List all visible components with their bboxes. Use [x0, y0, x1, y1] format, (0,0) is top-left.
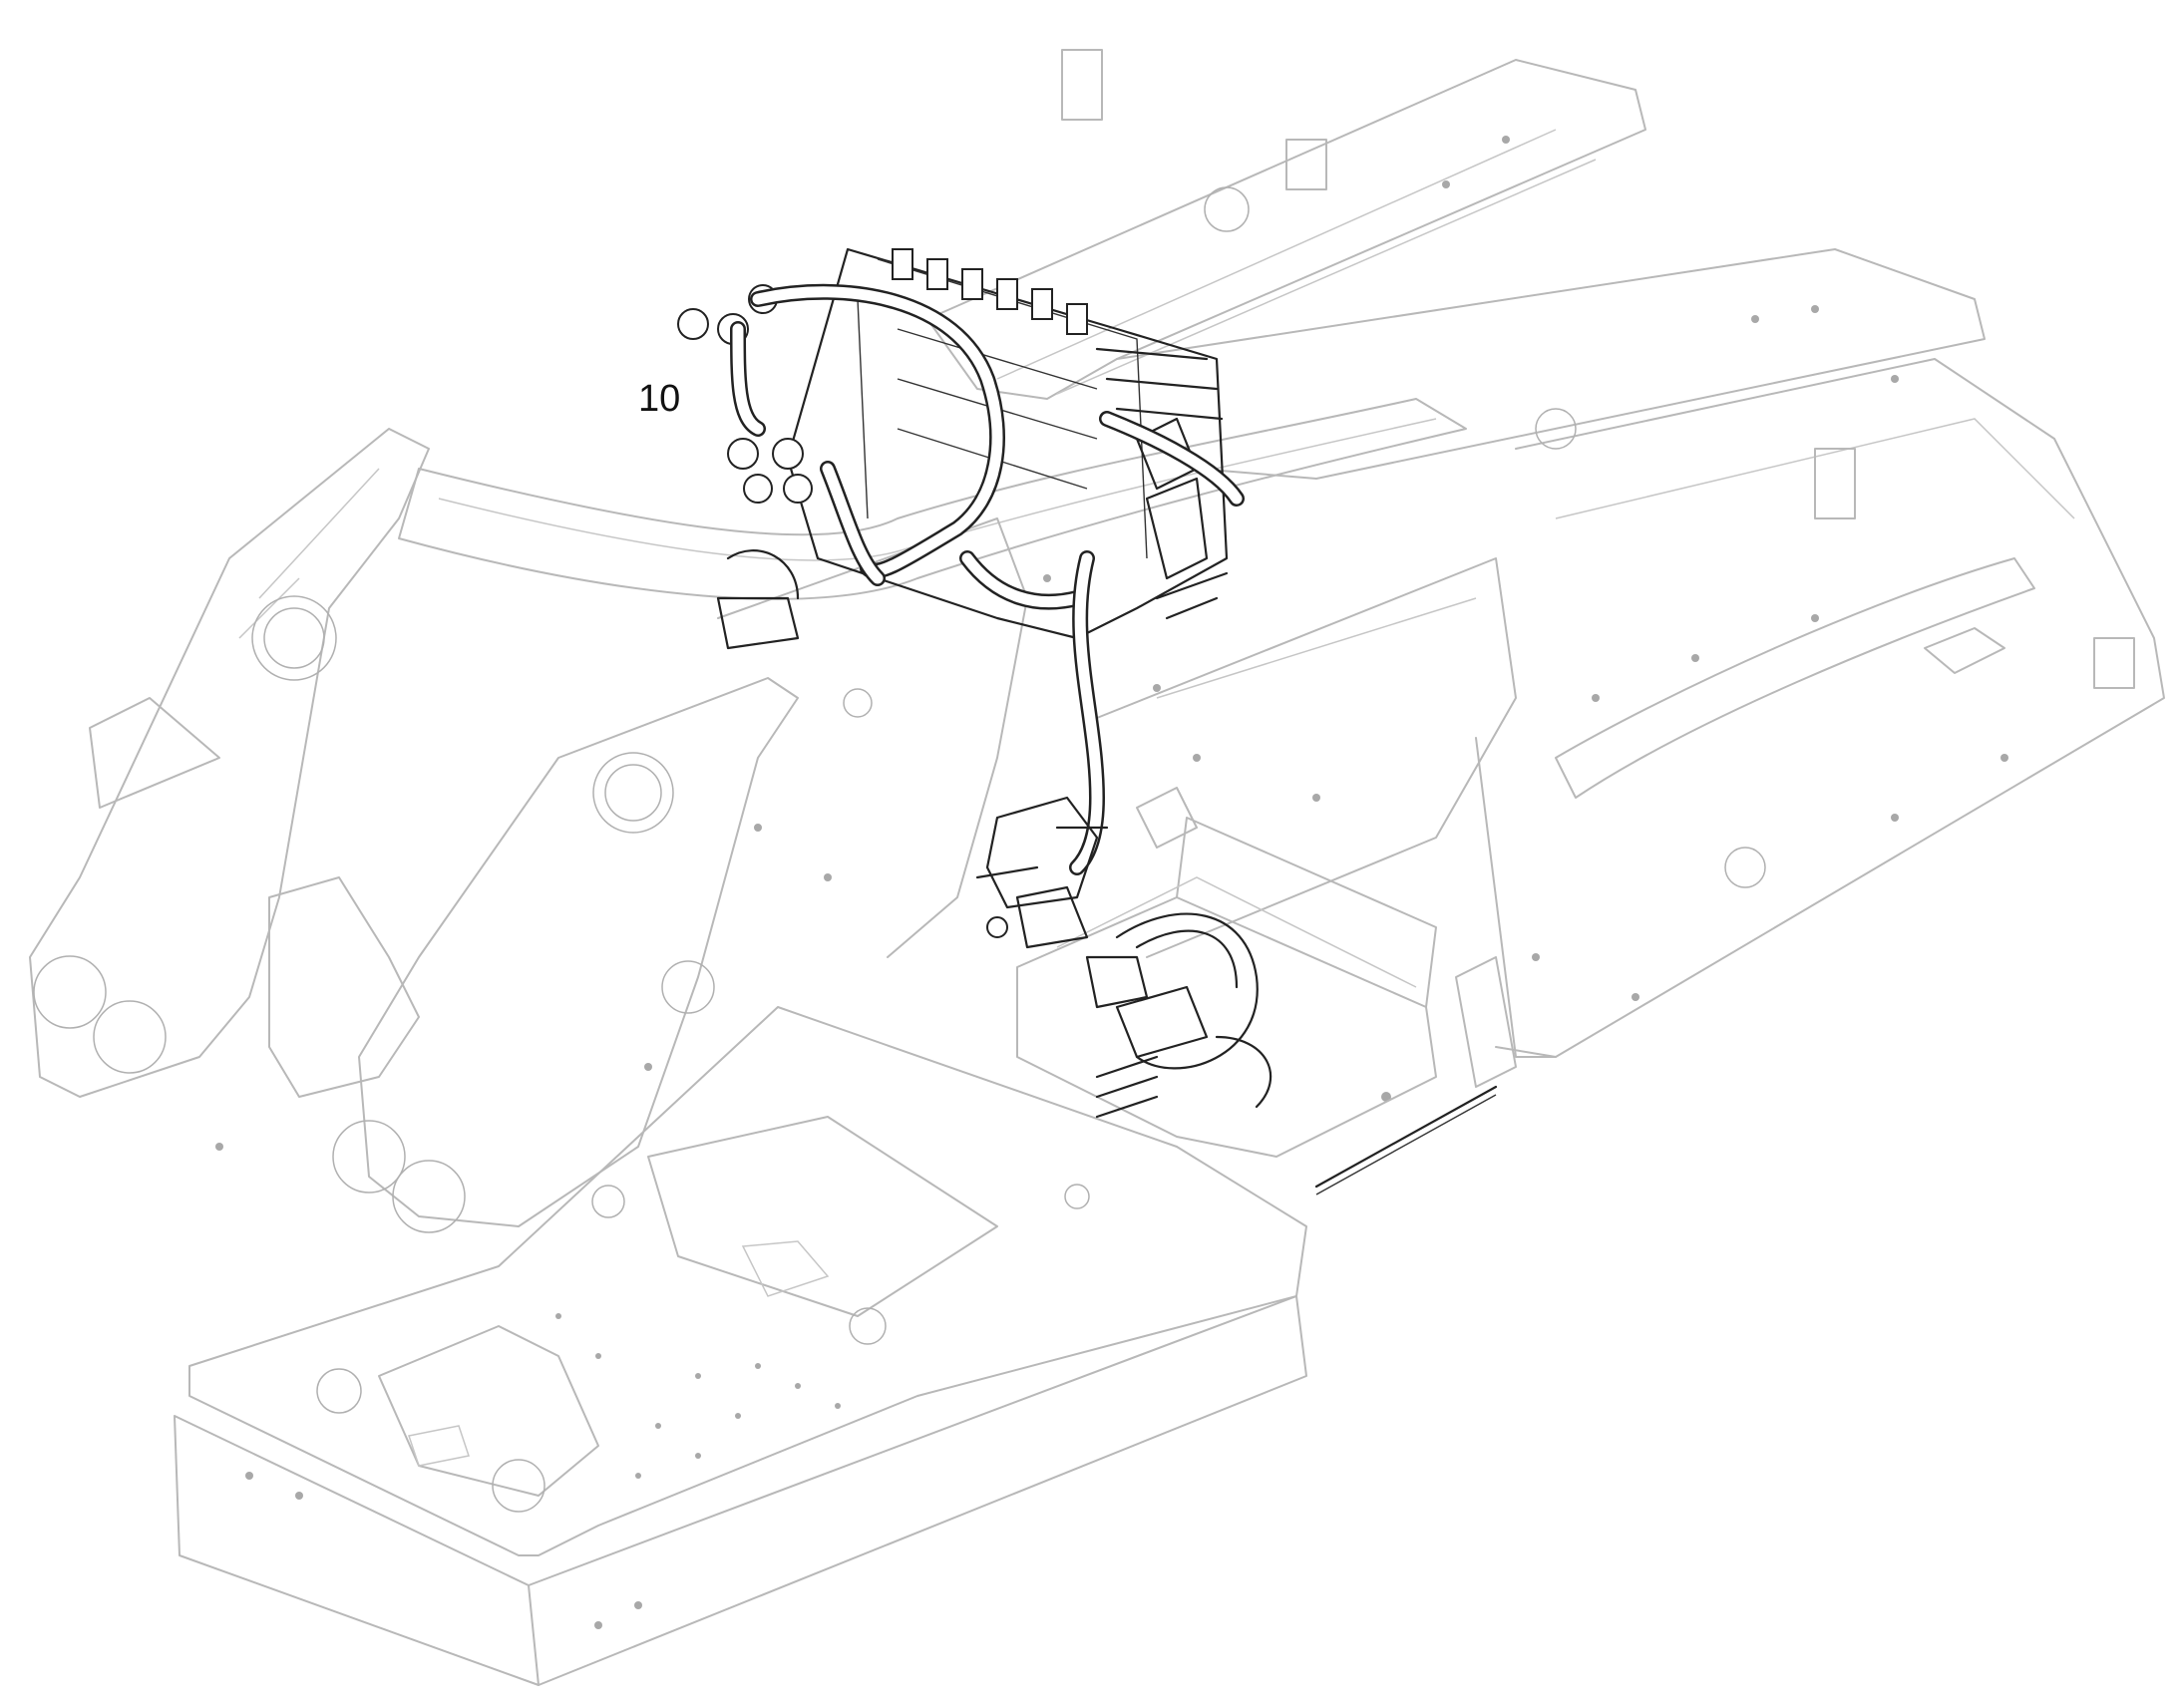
callout-10-label: 10 — [638, 378, 680, 420]
frame-details — [843, 49, 2135, 888]
callout-group: 10 — [638, 378, 680, 420]
hydraulic-hose-lines — [730, 283, 1245, 875]
chassis-frame — [29, 59, 2165, 1233]
cab-floor-plate — [174, 1006, 1307, 1686]
pilot-valve-group — [975, 796, 1498, 1196]
valve-mount-bracket — [1016, 787, 1517, 1158]
frame-holes — [215, 136, 2008, 1629]
